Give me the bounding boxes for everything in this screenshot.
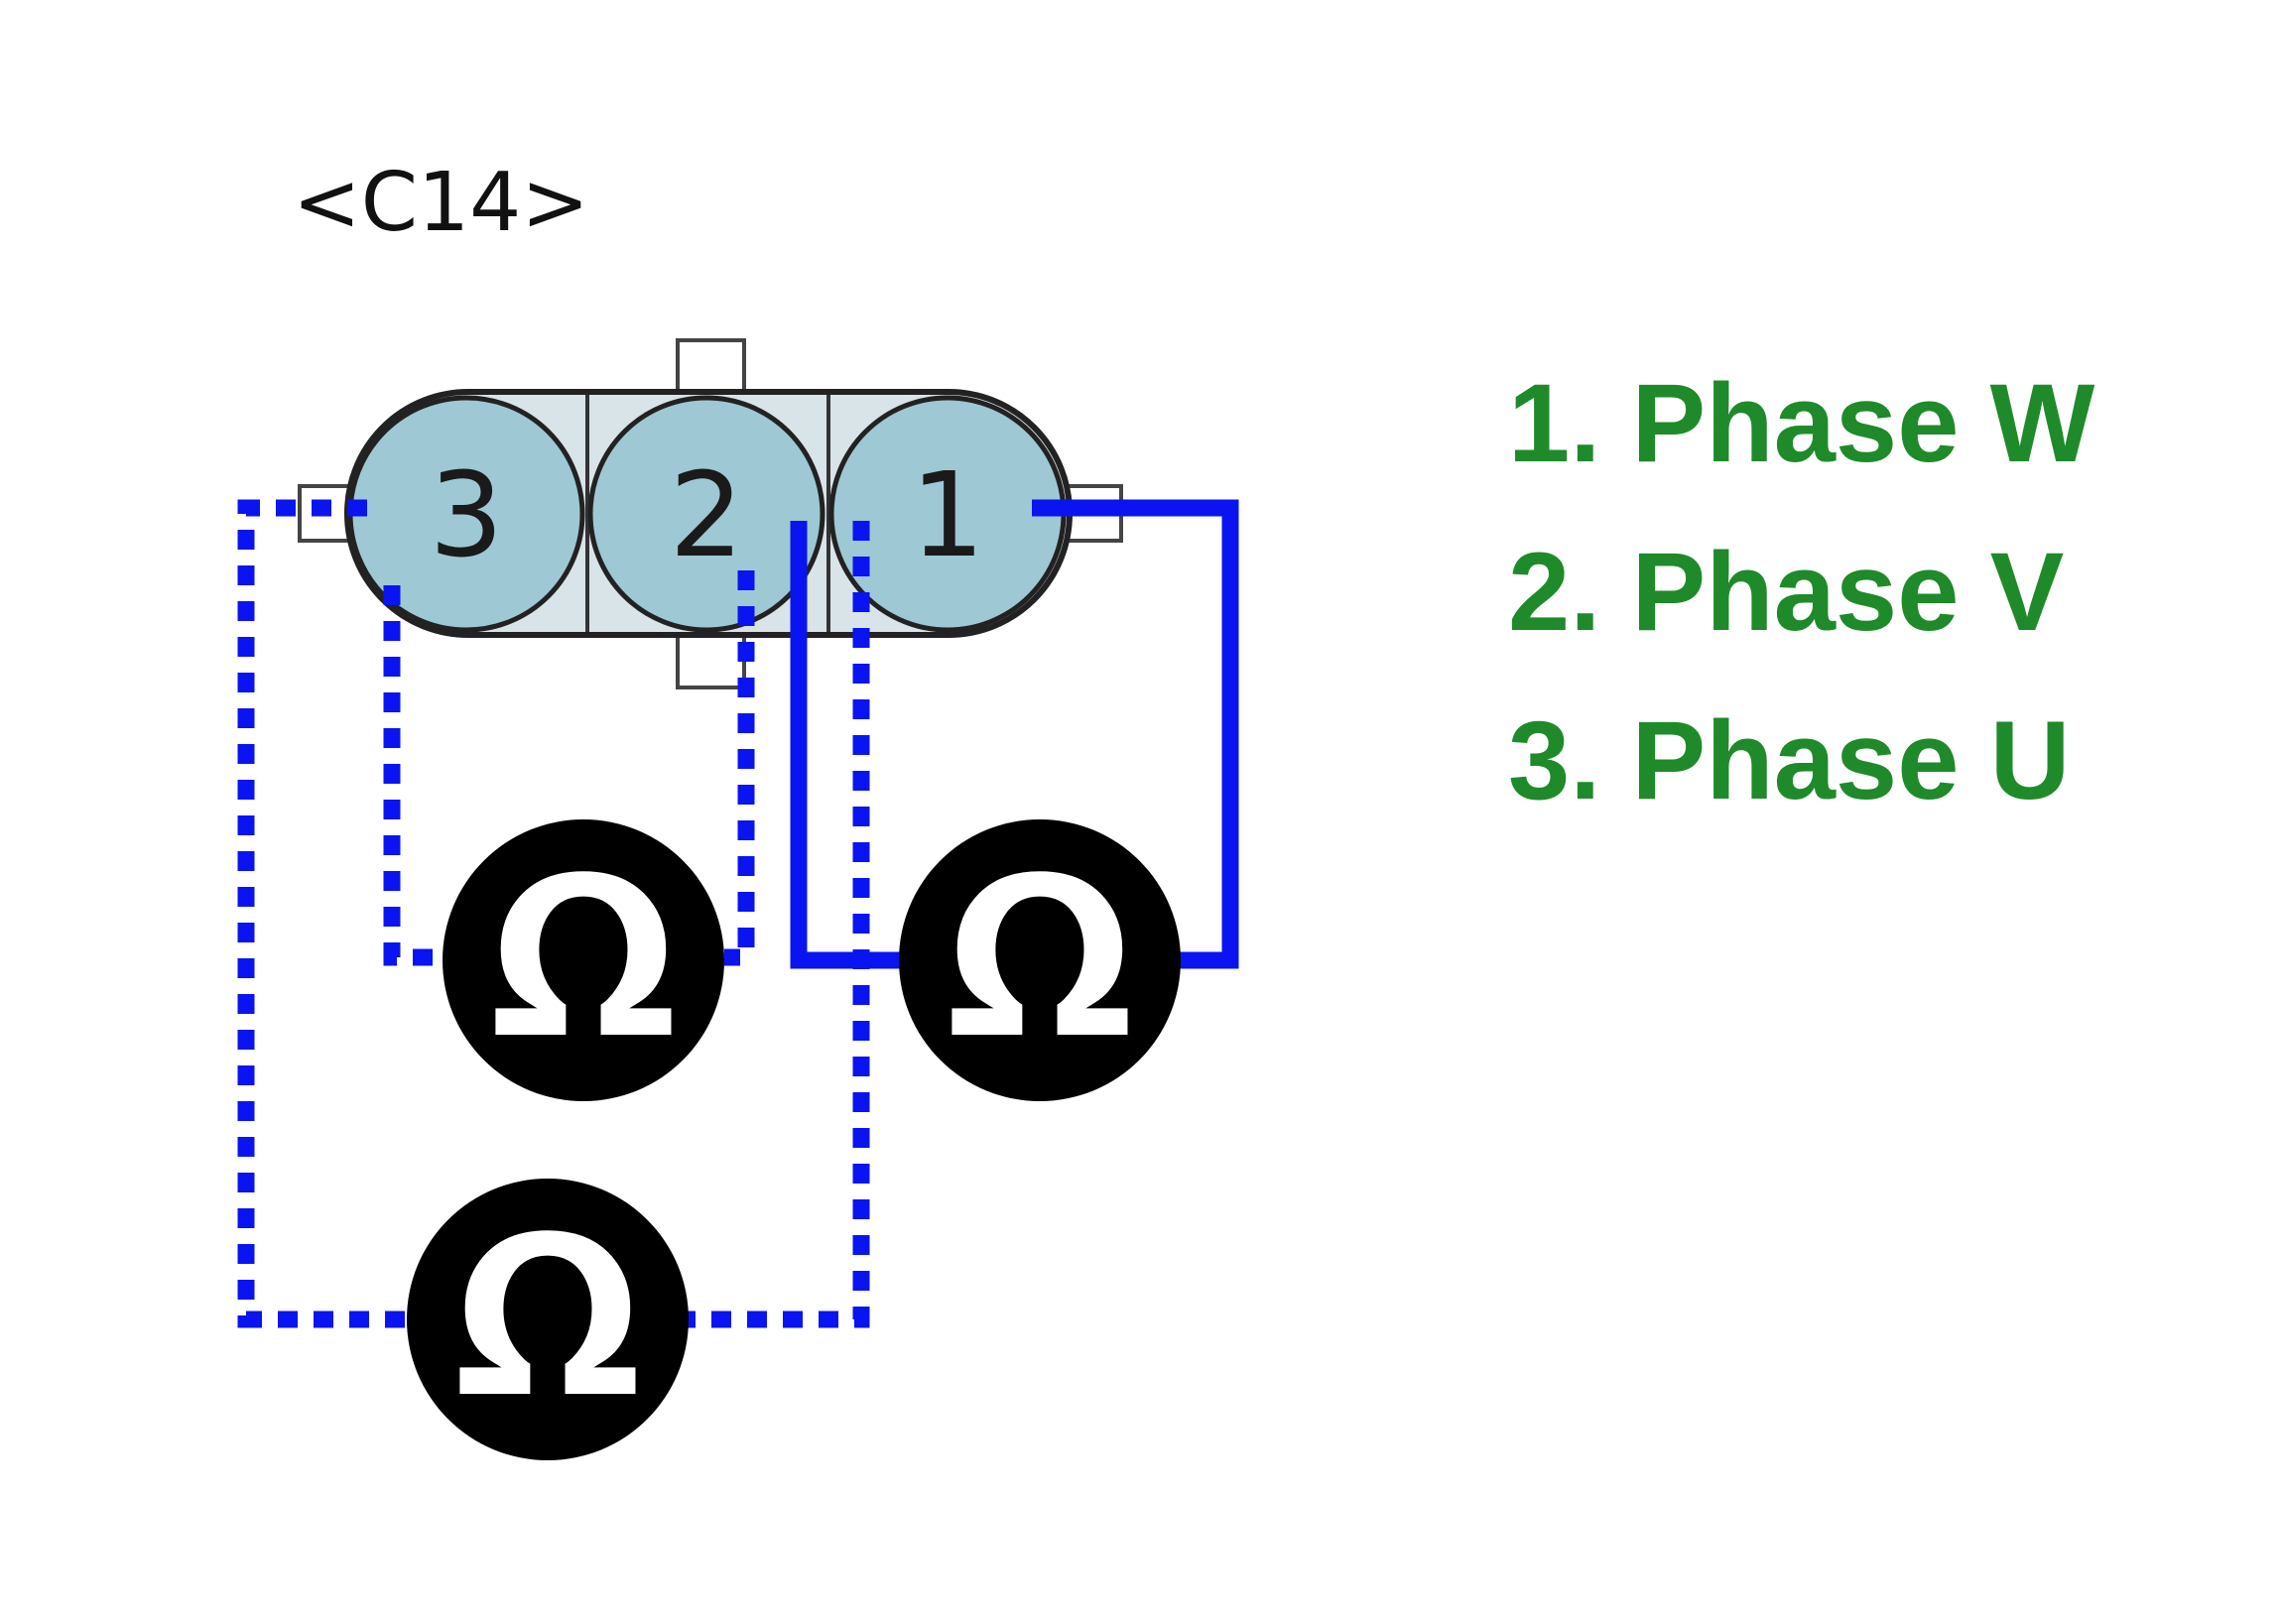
legend-item-phase-v: 2. Phase V — [1508, 530, 2064, 654]
test-leads — [237, 499, 1239, 1328]
pin-3: 3 — [347, 395, 585, 633]
ohmmeters: Ω Ω Ω — [407, 819, 1181, 1460]
ohm-meter-icon: Ω — [899, 819, 1181, 1101]
pin-legend: 1. Phase W 2. Phase V 3. Phase U — [1508, 361, 2095, 822]
connector-pins: 3 2 1 — [347, 395, 1067, 633]
ohm-meter-body — [407, 1179, 689, 1460]
ohm-meter-body — [443, 819, 724, 1101]
ohm-meter-icon: Ω — [443, 819, 724, 1101]
ohm-meter-body — [899, 819, 1181, 1101]
lead-pin2-to-meter-a — [724, 570, 755, 966]
lead-pin1-to-meter-c — [687, 521, 870, 1328]
pin-2: 2 — [587, 395, 825, 633]
ohm-meter-icon: Ω — [407, 1179, 689, 1460]
pin-2-cavity — [587, 395, 825, 633]
lead-pin3-to-meter-c — [237, 499, 412, 1328]
lead-pin3-to-meter-a — [383, 585, 439, 966]
ohm-symbol: Ω — [450, 1187, 645, 1451]
lead-pin1-to-meter-b — [1032, 499, 1239, 969]
pin-1-number: 1 — [910, 446, 984, 583]
ohm-symbol: Ω — [486, 827, 681, 1092]
bottom-lock-tab — [676, 631, 746, 689]
legend-item-phase-u: 3. Phase U — [1508, 698, 2071, 822]
top-lock-tab — [676, 338, 746, 397]
ohm-symbol: Ω — [943, 827, 1137, 1092]
pin-3-number: 3 — [429, 446, 503, 583]
connector-id-label: <C14> — [293, 156, 589, 250]
pin-2-number: 2 — [669, 446, 743, 583]
legend-item-phase-w: 1. Phase W — [1508, 361, 2095, 485]
